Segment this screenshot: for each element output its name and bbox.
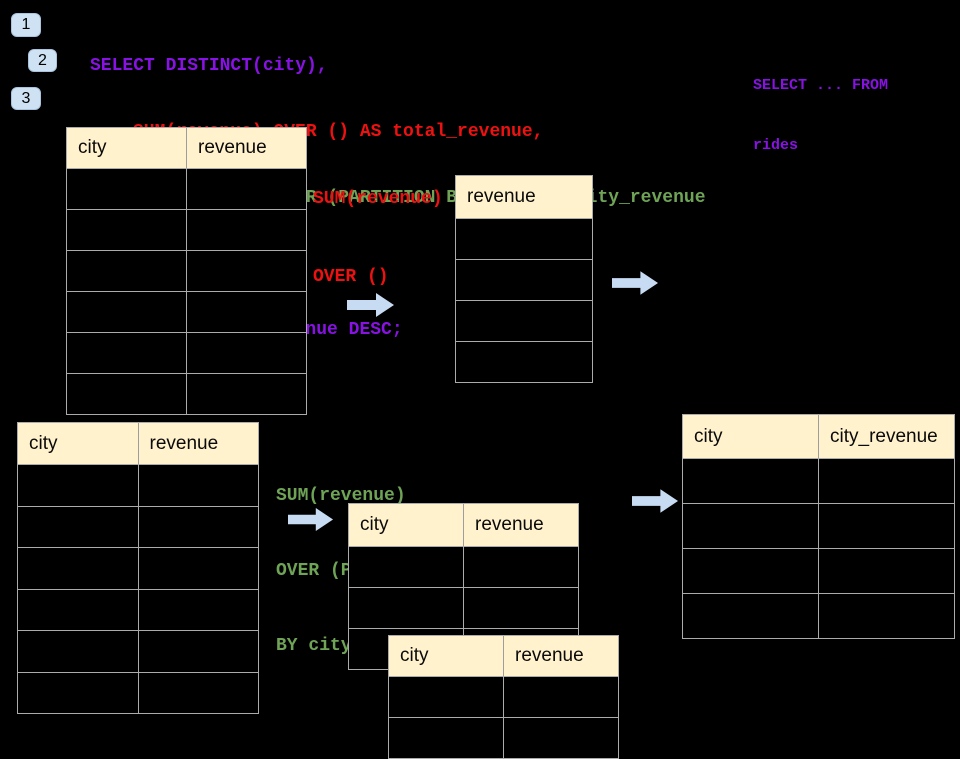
table-row <box>67 209 306 250</box>
side-note-line: rides <box>753 137 799 154</box>
table-row <box>683 548 954 593</box>
slide: { "page": {"background": "#000000"}, "ba… <box>11 13 955 759</box>
table-header-row: city revenue <box>18 423 258 464</box>
column-header-city: city <box>29 432 58 454</box>
sql-line-select: SELECT DISTINCT(city), <box>90 56 328 76</box>
table-partition-overlay: city revenue <box>388 635 619 759</box>
table-row <box>456 341 592 382</box>
table-row <box>67 373 306 414</box>
table-header-row: city revenue <box>67 128 306 168</box>
step-badge-3: 3 <box>11 87 41 110</box>
right-arrow-icon <box>632 489 679 513</box>
column-header-city: city <box>78 137 107 158</box>
label-line: SUM(revenue) <box>276 486 406 506</box>
table-row <box>349 546 578 587</box>
label-total-revenue: SUM(revenue) OVER () <box>313 134 443 316</box>
right-arrow-icon <box>612 271 659 295</box>
side-note-line: SELECT ... FROM <box>753 77 889 94</box>
table-row <box>67 291 306 332</box>
table-row <box>67 168 306 209</box>
label-line: OVER () <box>313 267 389 287</box>
label-line: SUM(revenue) <box>313 189 443 209</box>
table-row <box>683 503 954 548</box>
column-header-revenue: revenue <box>137 423 259 464</box>
table-row <box>18 588 258 630</box>
column-header-city: city <box>694 425 723 447</box>
column-header-revenue: revenue <box>463 504 578 546</box>
table-header-row: city city_revenue <box>683 415 954 458</box>
step-badge-1: 1 <box>11 13 41 37</box>
side-note: SELECT ... FROM rides <box>753 36 888 176</box>
table-row <box>349 587 578 628</box>
table-row <box>456 259 592 300</box>
table-row <box>18 671 258 713</box>
table-row <box>389 676 618 717</box>
column-header-revenue: revenue <box>186 128 306 168</box>
table-row <box>683 593 954 638</box>
column-header-revenue: revenue <box>467 186 536 207</box>
column-header-city: city <box>360 514 389 535</box>
column-header-city-revenue: city_revenue <box>818 415 954 458</box>
table-header-row: city revenue <box>389 636 618 676</box>
column-header-revenue: revenue <box>503 636 618 676</box>
table-row <box>18 630 258 672</box>
table-row <box>18 464 258 506</box>
step-badge-2: 2 <box>28 49 57 72</box>
table-row <box>389 717 618 758</box>
table-row <box>18 505 258 547</box>
table-source-top: city revenue <box>66 127 307 415</box>
table-row <box>456 218 592 259</box>
table-row <box>67 250 306 291</box>
table-row <box>456 300 592 341</box>
right-arrow-icon <box>347 293 394 317</box>
table-header-row: revenue <box>456 176 592 218</box>
column-header-city: city <box>400 645 429 666</box>
table-row <box>683 458 954 503</box>
table-result: city city_revenue <box>682 414 955 639</box>
right-arrow-icon <box>288 508 334 531</box>
table-total-revenue: revenue <box>455 175 593 383</box>
table-row <box>18 547 258 589</box>
table-header-row: city revenue <box>349 504 578 546</box>
table-source-bottom: city revenue <box>17 422 259 714</box>
table-row <box>67 332 306 373</box>
